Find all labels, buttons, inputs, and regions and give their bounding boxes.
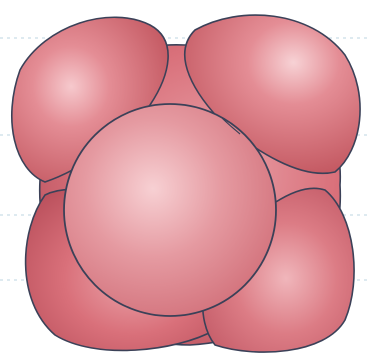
front-sphere xyxy=(64,104,276,316)
